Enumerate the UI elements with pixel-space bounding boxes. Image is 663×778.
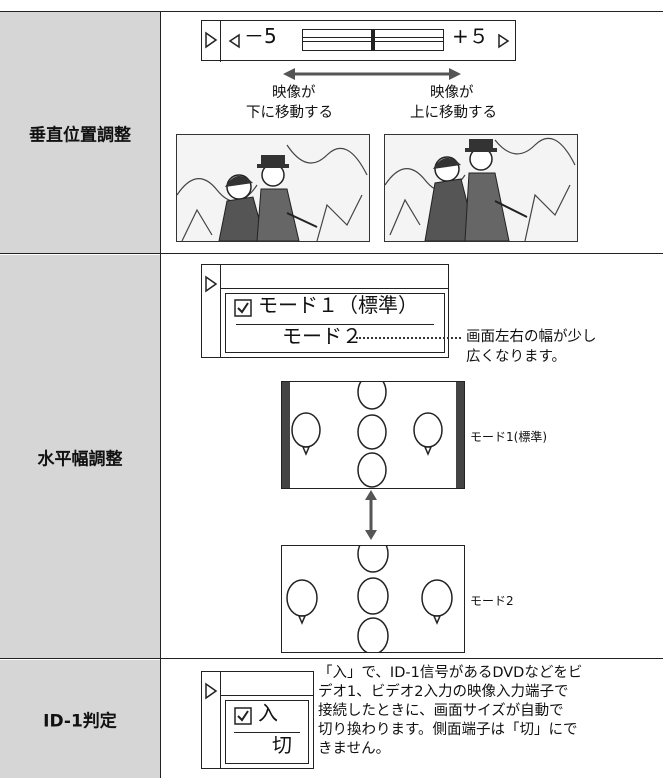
id1-description: 「入」で、ID-1信号があるDVDなどをビ デオ1、ビデオ2入力の映像入力端子で… xyxy=(318,664,662,759)
checkbox-icon xyxy=(234,707,252,725)
id1-on-option[interactable]: 入 xyxy=(226,701,308,731)
label-cell-horizontal: 水平幅調整 xyxy=(0,255,160,658)
mode2-option[interactable]: モード２ xyxy=(226,325,444,352)
divider xyxy=(220,695,221,769)
screen-mode2 xyxy=(281,545,465,653)
mode1-option[interactable]: モード１（標準） xyxy=(226,294,444,323)
side-bar-left xyxy=(282,382,290,488)
play-triangle-icon xyxy=(205,31,218,49)
screen-mode2-label: モード2 xyxy=(470,594,514,608)
label-id1: ID-1判定 xyxy=(43,711,117,732)
triangle-left-icon xyxy=(228,33,240,49)
double-arrow-icon xyxy=(365,490,377,540)
screen-mode1 xyxy=(281,381,465,489)
label-cell-id1: ID-1判定 xyxy=(0,660,160,778)
side-bar-right xyxy=(456,382,464,488)
label-cell-vertical: 垂直位置調整 xyxy=(0,12,160,253)
label-vertical: 垂直位置調整 xyxy=(29,125,131,145)
vertical-slider-panel: －5 +５ xyxy=(201,19,516,62)
row-divider xyxy=(0,253,663,254)
divider xyxy=(220,288,448,289)
slider-knob[interactable] xyxy=(371,29,375,51)
id1-menu: 入 切 xyxy=(225,700,309,764)
description-line: デオ1、ビデオ2入力の映像入力端子で xyxy=(318,684,569,700)
id1-off-option[interactable]: 切 xyxy=(226,733,308,763)
arrow-right-line2: 上に移動する xyxy=(410,105,497,121)
illustration-image-down xyxy=(176,134,370,242)
double-arrow-icon xyxy=(283,68,461,80)
description-line: 接続したときに、画面サイズが自動で xyxy=(318,703,564,719)
balloon-icon xyxy=(291,382,443,488)
triangle-right-icon xyxy=(498,33,510,49)
mode-menu: モード１（標準） モード２ xyxy=(225,293,445,353)
menu-separator xyxy=(236,324,434,325)
menu-separator xyxy=(234,732,300,733)
divider xyxy=(220,695,313,696)
id1-select-panel: 入 切 xyxy=(201,670,314,769)
row-divider xyxy=(0,658,663,659)
arrow-right-line1: 映像が xyxy=(430,85,474,101)
arrow-left-line2: 下に移動する xyxy=(246,105,333,121)
slider-min-value: 5 xyxy=(264,24,277,48)
play-triangle-icon xyxy=(205,682,218,700)
label-horizontal: 水平幅調整 xyxy=(37,449,123,469)
table-top-border xyxy=(0,11,663,12)
column-divider xyxy=(160,12,161,778)
divider xyxy=(220,19,223,62)
mode-select-panel: モード１（標準） モード２ xyxy=(201,263,449,358)
id1-on-label: 入 xyxy=(258,701,278,725)
description-line: 切り換わります。側面端子は「切」にで xyxy=(318,722,578,738)
screen-mode1-label: モード1(標準) xyxy=(470,430,547,444)
divider xyxy=(220,288,221,358)
slider-track[interactable] xyxy=(302,29,444,51)
arrow-left-line1: 映像が xyxy=(272,85,316,101)
divider xyxy=(220,263,221,290)
balloon-icon xyxy=(286,546,453,652)
mode2-note-line2: 広くなります。 xyxy=(466,349,567,365)
divider xyxy=(220,670,221,697)
illustration-image-up xyxy=(384,134,578,242)
mode2-label: モード２ xyxy=(282,324,362,348)
checkbox-icon xyxy=(234,299,252,317)
description-line: 「入」で、ID-1信号があるDVDなどをビ xyxy=(318,665,583,681)
mode2-note-line1: 画面左右の幅が少し xyxy=(466,329,597,345)
mode1-label: モード１（標準） xyxy=(258,293,418,317)
description-line: きません。 xyxy=(318,741,391,757)
slider-max-label: +５ xyxy=(452,24,489,48)
leader-line xyxy=(356,337,461,339)
id1-off-label: 切 xyxy=(272,733,292,757)
slider-min-label: －5 xyxy=(244,24,277,48)
play-triangle-icon xyxy=(205,275,218,293)
